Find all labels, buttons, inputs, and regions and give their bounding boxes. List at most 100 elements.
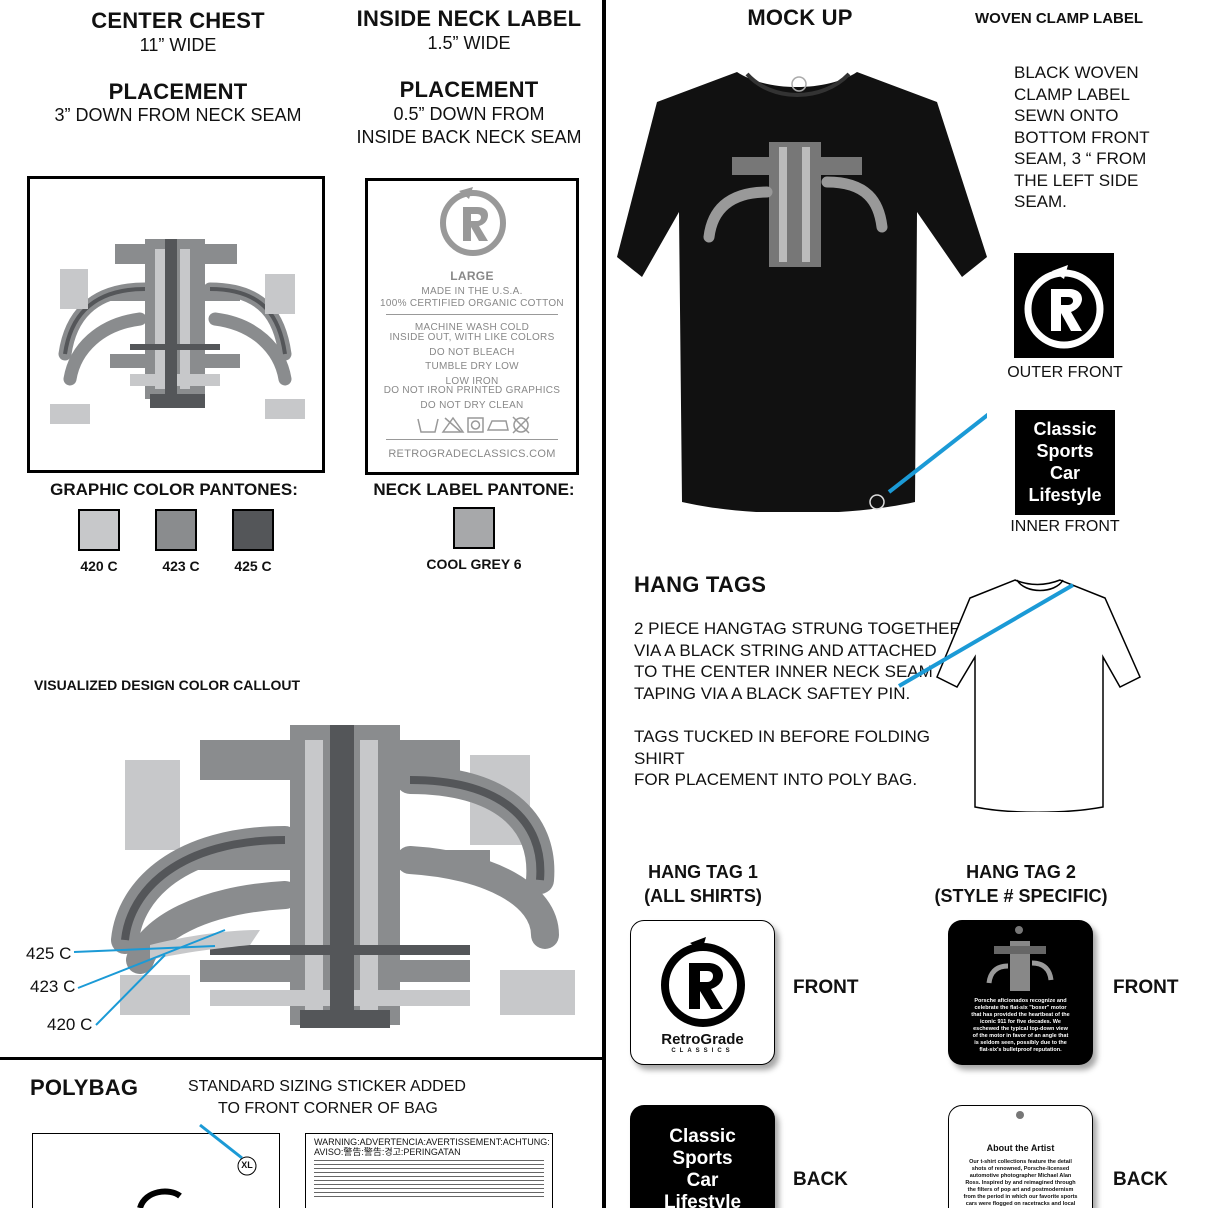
swatch-cool-grey-6 [453,507,495,549]
engine-thumbnail [986,941,1054,991]
hang-desc-3: TO THE CENTER INNER NECK SEAM [634,662,933,681]
about-artist-text: Our t-shirt collections feature the deta… [963,1159,1078,1207]
hang-tag-1-back-line-3: Car [686,1170,719,1191]
hang-desc-6: FOR PLACEMENT INTO POLY BAG. [634,770,918,789]
woven-label-description: BLACK WOVEN CLAMP LABEL SEWN ONTO BOTTOM… [1014,62,1194,213]
polybag-note-line1: STANDARD SIZING STICKER ADDED [188,1078,466,1095]
neck-label-material: 100% CERTIFIED ORGANIC COTTON [380,298,564,309]
neck-label-made-in: MADE IN THE U.S.A. [421,286,523,297]
neck-label-care-5: LOW IRON [445,376,499,387]
polybag-pointer [137,1123,257,1208]
hang-tag-2-front-label: FRONT [1113,977,1179,998]
woven-desc-1: BLACK WOVEN [1014,63,1139,82]
size-sticker: XL [241,1160,253,1170]
woven-desc-4: BOTTOM FRONT [1014,127,1150,147]
hang-desc-2: VIA A BLACK STRING AND ATTACHED [634,640,937,660]
swatch-423c [155,509,197,551]
hang-tags-description: 2 PIECE HANGTAG STRUNG TOGETHER VIA A BL… [634,618,964,791]
retrograde-logo-icon [440,187,506,256]
hang-tag-2-back-label: BACK [1113,1169,1168,1190]
hang-tag-2-title: HANG TAG 2 (STYLE # SPECIFIC) [930,860,1112,908]
neck-label-size: LARGE [450,269,494,283]
engine-graphic-large [73,725,575,1028]
hang-tag-1-front-label: FRONT [793,977,859,998]
inner-front-line-1: Classic [1033,419,1097,439]
hang-tag-1-back-line-1: Classic [669,1126,736,1147]
neck-placement-title: PLACEMENT [399,77,539,102]
swatch-420c [78,509,120,551]
neck-label-care-3: DO NOT BLEACH [429,347,515,358]
hang-tag-1-back-line-4: Lifestyle [663,1192,742,1208]
neck-label-divider-1 [386,314,558,315]
hang-desc-1: 2 PIECE HANGTAG STRUNG TOGETHER [634,619,962,638]
warning-line2: AVISO:警告:警告:경고:PERINGATAN [314,1147,461,1157]
tshirt-outline [897,579,1141,812]
inner-front-line-2: Sports [1036,441,1094,461]
neck-label-divider-2 [386,439,558,440]
neck-label-care-1: MACHINE WASH COLD [414,322,530,333]
graphic-pantones-title: GRAPHIC COLOR PANTONES: [50,480,298,499]
retrograde-logo-icon [1024,265,1104,349]
woven-label-title: WOVEN CLAMP LABEL [975,10,1144,27]
care-symbols-icon [417,416,530,434]
hang-tag-2-heading: HANG TAG 2 [966,862,1076,882]
hang-tag-1-front: RetroGrade CLASSICS [630,920,775,1065]
callout-423c: 423 C [30,977,76,996]
neck-label-care-2: INSIDE OUT, WITH LIKE COLORS [389,332,555,343]
neck-label-care-6: DO NOT IRON PRINTED GRAPHICS [383,385,561,396]
hang-tag-2-front-text: Porsche aficionados recognize and celebr… [971,998,1070,1053]
hang-desc-4: TAPING VIA A BLACK SAFTEY PIN. [634,683,911,703]
callout-425c: 425 C [26,944,72,963]
swatch-label-423c: 423 C [162,558,200,574]
inner-front-line-3: Car [1049,463,1080,483]
hang-tag-2-back: About the Artist Our t-shirt collections… [948,1105,1093,1208]
hang-desc-5: TAGS TUCKED IN BEFORE FOLDING SHIRT [634,727,930,768]
hang-tag-1-brand: RetroGrade [661,1031,744,1048]
inner-front-label-preview: Classic Sports Car Lifestyle [1015,410,1115,515]
neck-pantone-title: NECK LABEL PANTONE: [373,480,575,499]
hang-tag-2-front: Porsche aficionados recognize and celebr… [948,920,1093,1065]
polybag-warning-panel: WARNING:ADVERTENCIA:AVERTISSEMENT:ACHTUN… [305,1133,553,1208]
woven-desc-7: SEAM. [1014,192,1067,211]
hang-tag-1-brand-sub: CLASSICS [671,1048,734,1054]
swatch-label-cool-grey-6: COOL GREY 6 [426,556,522,572]
neck-label-care-7: DO NOT DRY CLEAN [420,400,524,411]
center-chest-placement-title: PLACEMENT [108,79,248,104]
tag-hole [1016,1111,1024,1119]
center-chest-width: 11” WIDE [139,35,217,55]
warning-title: WARNING:ADVERTENCIA:AVERTISSEMENT:ACHTUN… [314,1137,550,1147]
woven-desc-5: SEAM, 3 “ FROM [1014,149,1147,168]
warning-fine-print [314,1159,544,1199]
hang-tag-1-title: HANG TAG 1 (ALL SHIRTS) [630,860,776,908]
outer-front-caption: OUTER FRONT [1007,364,1123,381]
callout-420c: 420 C [47,1015,93,1034]
inner-front-line-4: Lifestyle [1028,485,1102,505]
hang-tag-1-sub: (ALL SHIRTS) [644,886,762,906]
tag-hole [1015,926,1023,934]
woven-desc-6: THE LEFT SIDE [1014,170,1139,190]
hang-tag-2-sub: (STYLE # SPECIFIC) [934,886,1108,906]
polybag-title: POLYBAG [30,1075,139,1100]
center-chest-artwork [27,176,325,473]
hang-tag-1-back-label: BACK [793,1169,848,1190]
hang-tag-1-heading: HANG TAG 1 [648,862,758,882]
neck-label-width: 1.5” WIDE [427,33,511,53]
outer-front-label-preview [1014,253,1114,358]
tshirt-mockup [617,72,987,512]
neck-label-care-4: TUMBLE DRY LOW [425,361,519,372]
left-horizontal-divider [0,1057,604,1060]
callout-title: VISUALIZED DESIGN COLOR CALLOUT [34,677,300,693]
mockup-title: MOCK UP [747,5,853,30]
center-chest-placement: 3” DOWN FROM NECK SEAM [54,105,302,125]
neck-label-website: RETROGRADECLASSICS.COM [388,448,556,460]
woven-desc-3: SEWN ONTO [1014,106,1119,125]
swatch-425c [232,509,274,551]
retrograde-logo-icon [661,937,745,1027]
engine-graphic-small [50,239,305,424]
hang-tags-title: HANG TAGS [634,572,767,597]
neck-label-title: INSIDE NECK LABEL [356,6,582,31]
woven-desc-2: CLAMP LABEL [1014,84,1130,104]
neck-placement-line1: 0.5” DOWN FROM [393,104,545,124]
hang-tag-1-back: Classic Sports Car Lifestyle [630,1105,775,1208]
swatch-label-420c: 420 C [80,558,118,574]
